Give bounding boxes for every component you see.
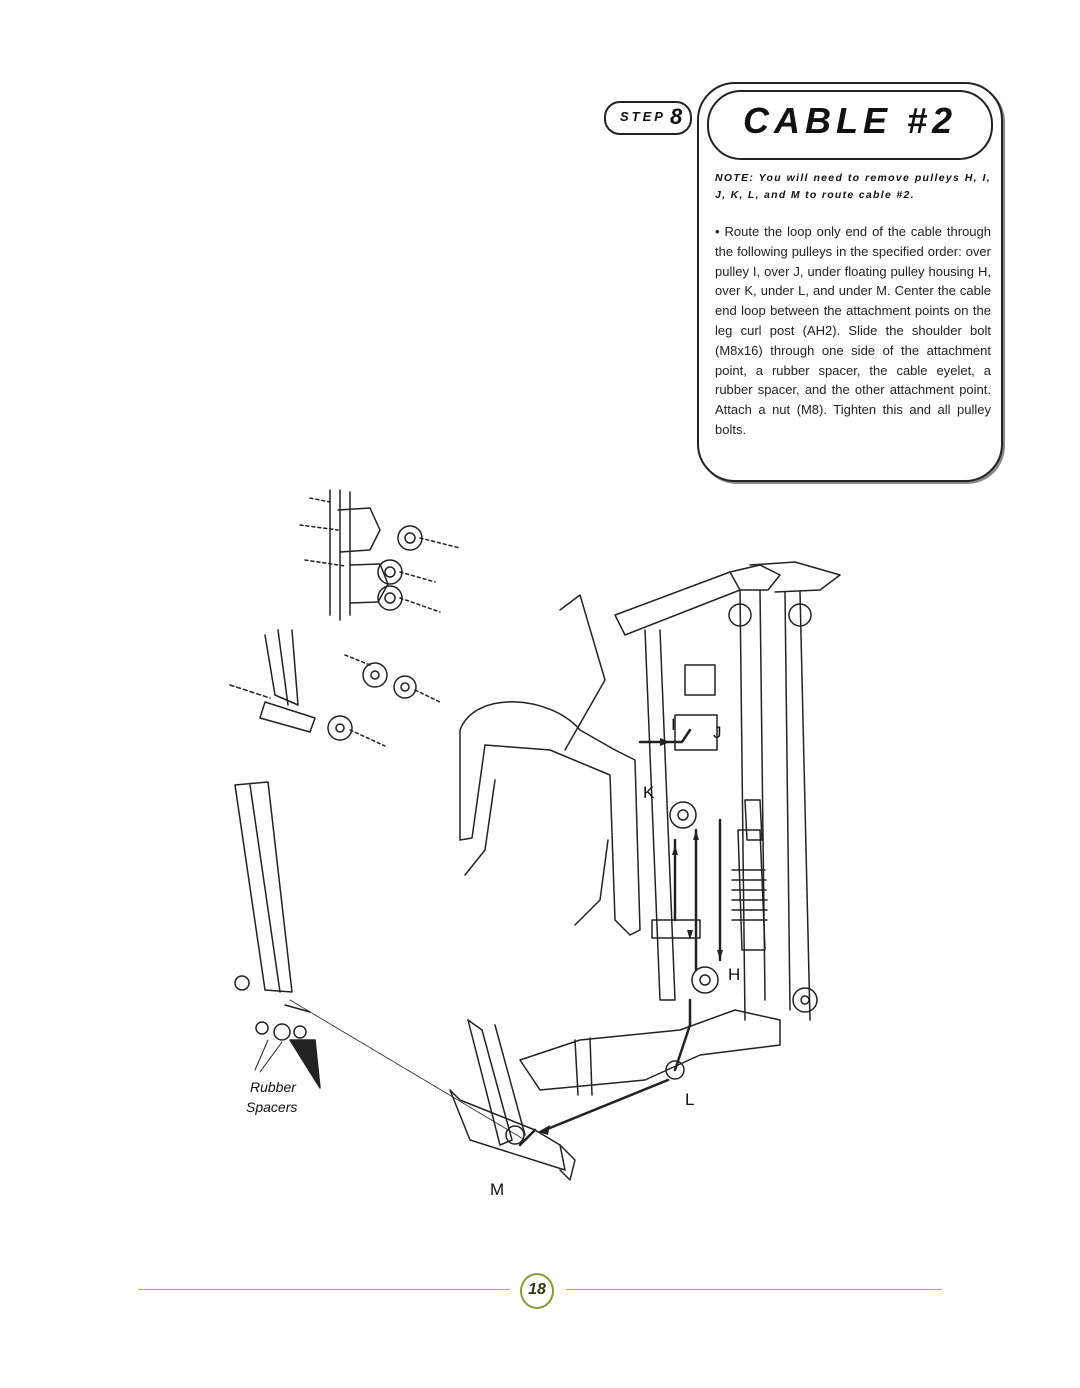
footer-line-right	[566, 1289, 942, 1290]
step-word: STEP	[620, 109, 666, 124]
note-text: NOTE: You will need to remove pulleys H,…	[715, 172, 991, 201]
page-title: CABLE #2	[742, 100, 958, 141]
label-i: I	[671, 715, 676, 734]
label-h: H	[728, 965, 740, 984]
label-rubber: Rubber	[250, 1079, 297, 1095]
label-spacers: Spacers	[246, 1099, 297, 1115]
gym-frame	[449, 561, 841, 1181]
step-tab: STEP 8	[604, 101, 692, 135]
page-number: 18	[528, 1281, 546, 1298]
step-number: 8	[670, 104, 683, 129]
title-pill: CABLE #2	[707, 90, 993, 160]
middle-pulley-mount	[229, 629, 441, 747]
page-number-badge: 18	[520, 1273, 554, 1309]
label-j: J	[713, 723, 722, 742]
instruction-box: CABLE #2 NOTE: You will need to remove p…	[697, 82, 1003, 482]
label-k: K	[643, 783, 655, 802]
instruction-text: • Route the loop only end of the cable t…	[715, 224, 991, 437]
cable-arrowheads	[538, 738, 723, 1135]
label-m: M	[490, 1180, 504, 1199]
leg-curl-post	[234, 781, 526, 1141]
upper-pulley-post	[299, 489, 461, 621]
assembly-diagram: I J K H L M Rubber Spacers	[229, 489, 841, 1199]
label-l: L	[685, 1090, 694, 1109]
footer-line-left	[138, 1289, 510, 1290]
